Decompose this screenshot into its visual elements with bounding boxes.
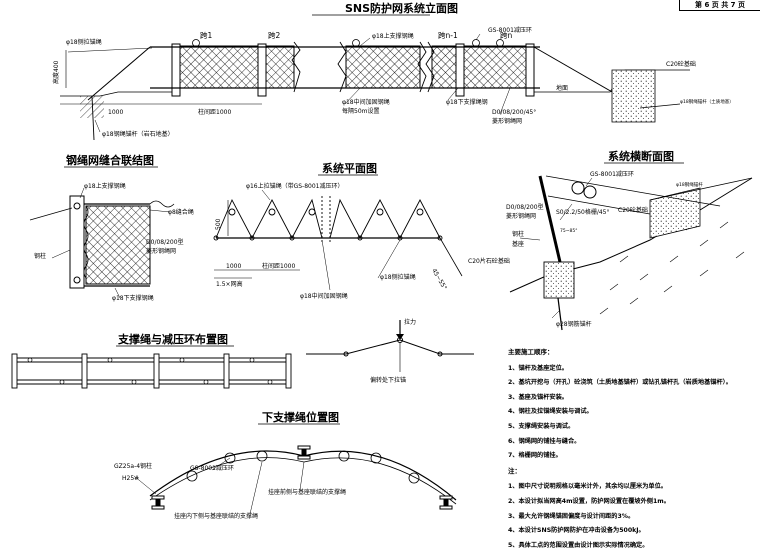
elevation-title: SNS防护网系统立面图 xyxy=(345,1,458,15)
column-spacing-label: 柱间距1000 xyxy=(198,108,231,116)
cross-rubble-label: C20片石砼基础 xyxy=(468,257,510,265)
plan-side-label: φ18侧拉锚绳 xyxy=(380,273,416,281)
cross-ring-label: GS-8001减压环 xyxy=(590,170,634,178)
drawing-sheet: SNS防护网系统立面图 xyxy=(11,1,753,520)
seam-spec-label: D0/08/200型 xyxy=(146,238,184,246)
plan-dim500-label: 500 xyxy=(215,218,222,230)
seam-col-label: 钢柱 xyxy=(34,252,46,260)
upper-rope-label: φ18上支撑钢绳 xyxy=(372,32,414,40)
ground-label: 地面 xyxy=(556,84,568,92)
footing-label: C20砼基础 xyxy=(666,60,696,68)
inset-pull-label: 拉力 xyxy=(404,318,416,326)
cross-netname-label: 菱形钢绳网 xyxy=(506,212,536,220)
cross-footing-label: C20砼基础 xyxy=(618,206,648,214)
plan-h15-label: 1.5×网高 xyxy=(216,280,243,288)
step-6: 6、钢绳网的铺挂与缝合。 xyxy=(508,437,581,445)
lower-title: 下支撑绳位置图 xyxy=(262,410,339,424)
span-n-label: 跨n xyxy=(500,31,512,40)
cross-base-label: 基座 xyxy=(512,240,524,248)
lower-col-label: GZ25a-4钢柱 xyxy=(114,462,152,470)
plan-top-label: φ16上拉锚绳（带GS-8001减压环） xyxy=(246,182,344,190)
net-panel-4 xyxy=(431,45,457,89)
lower-ring-label: GS-8001减压环 xyxy=(190,464,234,472)
lower-inner-label: 挂座内下侧与基座联结的支撑绳 xyxy=(174,512,258,520)
step-5: 5、支撑绳安装与调试。 xyxy=(508,422,575,430)
step-7: 7、格栅网的铺挂。 xyxy=(508,452,562,460)
step-3: 3、基座及锚杆安装。 xyxy=(508,393,568,401)
span-1-label: 跨1 xyxy=(200,31,212,40)
page-number: 第 6 页 共 7 页 xyxy=(679,0,760,11)
elevation-view: SNS防护网系统立面图 xyxy=(52,1,734,141)
note-2: 2、本设计拟当网高4m设置，防护网设置在覆坡外侧1m。 xyxy=(508,497,670,505)
step-4: 4、钢柱及拉锚绳安装与调试。 xyxy=(508,408,593,416)
lower-front-label: 挂座前侧与基座联结的支撑绳 xyxy=(268,488,346,496)
plan-title: 系统平面图 xyxy=(322,161,377,175)
lower-base-label: H25# xyxy=(122,475,139,482)
cross-section-view: 系统横断面图 GS-8001减压环 D0/08/200型 菱形钢绳网 xyxy=(468,149,753,331)
net-panel-1 xyxy=(177,45,259,89)
cross-rope-label: S0/2.2/50格栅/45° xyxy=(556,208,610,216)
plan-mid-label: φ18中间加固钢绳 xyxy=(300,292,348,300)
step-2: 2、基坑开挖与（开孔）砼浇筑（土质地基锚杆）或钻孔锚杆孔（岩质地基锚杆）。 xyxy=(508,379,732,387)
side-stay-label: φ18侧拉锚绳 xyxy=(66,38,102,46)
mid-rope-interval-label: 每隔50m设置 xyxy=(342,107,379,115)
net-name-label: 菱形钢绳网 xyxy=(492,117,522,125)
seam-title: 钢绳网缝合联结图 xyxy=(66,153,154,167)
ring-label: GS-8001减压环 xyxy=(488,26,532,34)
lower-rope-view: 下支撑绳位置图 GZ25a-4钢柱 H25# GS-8001减压环 挂座前侧与基… xyxy=(114,410,457,520)
net-spec-label: D0/08/200/45° xyxy=(492,109,536,116)
rope-layout-view: 支撑绳与减压环布置图 xyxy=(11,332,292,389)
note-4: 4、本设计SNS防护网防护在冲击设备为500kJ。 xyxy=(508,527,645,535)
lower-rope-label: φ18下支撑绳钢 xyxy=(446,98,488,106)
layout-title: 支撑绳与减压环布置图 xyxy=(117,332,228,346)
step-1: 1、锚杆及基座定位。 xyxy=(508,364,568,372)
height-label: 高度400 xyxy=(52,60,60,84)
cross-angle-label: 75~85° xyxy=(560,228,577,234)
cross-net-label: D0/08/200型 xyxy=(506,203,544,211)
span-n1-label: 跨n-1 xyxy=(438,31,458,40)
span-2-label: 跨2 xyxy=(268,31,280,40)
seam-upper-label: φ18上支撑钢绳 xyxy=(84,182,126,190)
anchor-soil-label: φ18钢绳锚杆（土质地基） xyxy=(680,98,734,105)
note-title: 注： xyxy=(508,466,521,475)
note-3: 3、最大允许钢绳锚固偏度与设计间距的3%。 xyxy=(508,512,635,520)
plan-colsp-label: 柱间距1000 xyxy=(262,262,295,270)
seam-detail-view: 钢绳网缝合联结图 φ18上支撑钢绳 φ8缝合绳 钢柱 D0/08/200型 菱形… xyxy=(29,153,194,302)
seam-rope-label: φ8缝合绳 xyxy=(168,208,194,216)
dim-1000-label: 1000 xyxy=(108,109,123,116)
cross-anchor-label: φ18钢绳锚杆 xyxy=(676,181,703,188)
note-1: 1、图中尺寸说明规格以毫米计外，其余均以厘米为单位。 xyxy=(508,483,667,491)
cross-col-label: 钢柱 xyxy=(512,230,524,238)
seam-lower-label: φ18下支撑钢绳 xyxy=(112,294,154,302)
plan-slope-label: 45~55° xyxy=(430,268,448,292)
note-5: 5、具体工点的范围设置由设计图示实际情况确定。 xyxy=(508,541,649,549)
cross-bolt-label: φ28钢筋锚杆 xyxy=(556,320,592,328)
net-panel-2 xyxy=(265,45,295,89)
anchor-label: φ18钢绳锚杆（岩石地基） xyxy=(102,130,174,138)
net-panel-5 xyxy=(463,45,527,89)
net-panel-3 xyxy=(345,45,421,89)
inset-lower-pull-label: 偏转处下拉锚 xyxy=(370,376,406,384)
plan-view: 系统平面图 φ16上拉锚绳（带GS-8001减压环） 500 1000 柱间距1… xyxy=(213,161,463,300)
cross-title: 系统横断面图 xyxy=(608,149,674,163)
seam-name-label: 菱形钢绳网 xyxy=(146,247,176,255)
pull-inset-view: 拉力 偏转处下拉锚 xyxy=(306,318,474,384)
construction-notes: 主要施工顺序： 1、锚杆及基座定位。 2、基坑开挖与（开孔）砼浇筑（土质地基锚杆… xyxy=(508,345,756,553)
mid-rope-label: φ18中间加固钢绳 xyxy=(342,98,390,106)
notes-title: 主要施工顺序： xyxy=(508,348,554,356)
plan-dim1000-label: 1000 xyxy=(226,263,241,270)
